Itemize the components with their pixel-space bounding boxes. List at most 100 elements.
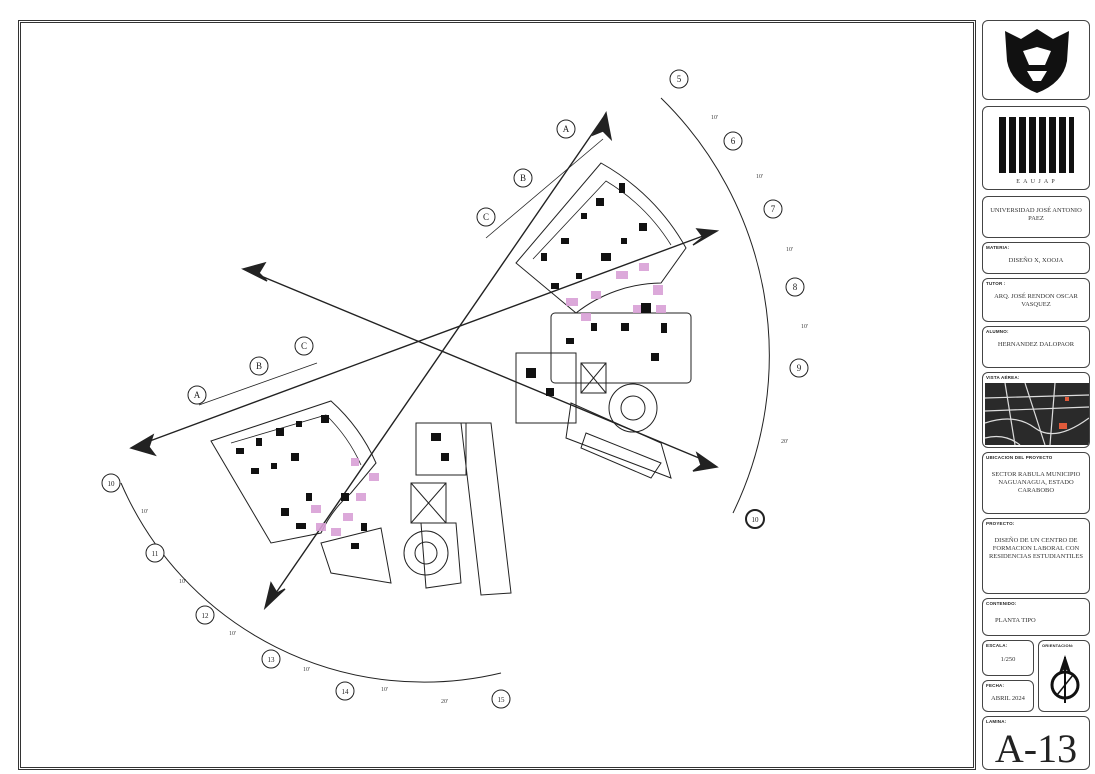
grid-bubble-14 — [335, 681, 355, 701]
floor-plan-drawing: A B C 5 6 7 8 9 10 A B C 10 11 12 13 14 15 10' 10' 10' 10' 20… — [101, 69, 809, 709]
grid-label-15: 15 — [498, 696, 506, 704]
section-arrow-bottom-3 — [263, 581, 286, 611]
project-value: DISEÑO DE UN CENTRO DE FORMACION LABORAL… — [988, 537, 1084, 560]
right-building-highlight — [566, 263, 666, 321]
grid-label-b-right: B — [520, 173, 526, 183]
dim-label-left: 10' — [229, 631, 236, 637]
dim-label-left: 10' — [179, 579, 186, 585]
grid-label-c-left: C — [301, 341, 307, 351]
section-arrow-left-2 — [241, 261, 268, 282]
dim-label-left: 10' — [141, 509, 148, 515]
university-name: UNIVERSIDAD JOSÉ ANTONIO PAEZ — [990, 207, 1082, 222]
dim-label-right: 10' — [801, 324, 808, 330]
section-arrow-left-1 — [129, 433, 157, 457]
left-building-furniture — [236, 415, 449, 549]
grid-label-13: 13 — [268, 656, 276, 664]
scale-label: ESCALA: — [986, 643, 1008, 648]
content-box: CONTENIDO: PLANTA TIPO — [982, 598, 1090, 636]
right-building-furniture — [526, 183, 667, 396]
section-line-3 — [268, 117, 604, 604]
left-grid-arc — [120, 482, 502, 683]
date-label: FECHA: — [986, 683, 1005, 688]
grid-bubble-15 — [491, 689, 511, 709]
north-arrow-icon — [1050, 655, 1080, 703]
scale-box: ESCALA: 1/250 — [982, 640, 1034, 676]
grid-label-a-right: A — [563, 124, 570, 134]
section-line-1 — [138, 232, 712, 446]
drawing-frame: A B C 5 6 7 8 9 10 A B C 10 11 12 13 14 15 10' 10' 10' 10' 20… — [18, 20, 976, 770]
grid-bubble-a-right — [556, 119, 576, 139]
aerial-view-label: VISTA AÉREA: — [986, 375, 1020, 380]
university-logo-icon — [1005, 29, 1069, 93]
grid-bubble-9 — [789, 358, 809, 378]
grid-label-10: 10 — [752, 516, 760, 524]
grid-bubble-7 — [763, 199, 783, 219]
grid-label-11: 11 — [152, 550, 159, 558]
sheet-number: A-13 — [994, 726, 1078, 770]
tutor-value: ARQ. JOSÉ RENDON OSCAR VASQUEZ — [994, 293, 1078, 308]
grid-bubble-5 — [669, 69, 689, 89]
content-label: CONTENIDO: — [986, 601, 1017, 606]
location-label: UBICACION DEL PROYECTO — [986, 455, 1053, 460]
grid-label-14: 14 — [342, 688, 350, 696]
grid-bubble-c-right — [476, 207, 496, 227]
university-box: UNIVERSIDAD JOSÉ ANTONIO PAEZ — [982, 196, 1090, 238]
grid-bubble-10 — [745, 509, 765, 529]
right-building — [515, 162, 692, 479]
content-value: PLANTA TIPO — [995, 617, 1036, 624]
orientation-box: ORIENTACION: — [1038, 640, 1090, 712]
left-building-highlight — [311, 458, 379, 536]
tutor-box: TUTOR : ARQ. JOSÉ RENDON OSCAR VASQUEZ — [982, 278, 1090, 322]
grid-bubble-c-left — [294, 336, 314, 356]
dim-label-left: 10' — [303, 667, 310, 673]
grid-label-9: 9 — [797, 363, 802, 373]
dim-label-right: 10' — [756, 174, 763, 180]
date-box: FECHA: ABRIL 2024 — [982, 680, 1034, 712]
grid-bubble-13 — [261, 649, 281, 669]
grid-label-6: 6 — [731, 136, 736, 146]
grid-bubble-b-right — [513, 168, 533, 188]
location-map-icon — [985, 383, 1089, 445]
grid-bubble-6 — [723, 131, 743, 151]
date-value: ABRIL 2024 — [991, 695, 1025, 702]
grid-bubble-8 — [785, 277, 805, 297]
project-box: PROYECTO: DISEÑO DE UN CENTRO DE FORMACI… — [982, 518, 1090, 594]
subject-box: MATERIA: DISEÑO X, XOOJA — [982, 242, 1090, 274]
grid-label-10-left: 10 — [108, 480, 116, 488]
grid-label-8: 8 — [793, 282, 798, 292]
section-arrow-right-1 — [692, 228, 720, 246]
grid-bubble-10-left — [101, 473, 121, 493]
student-label: ALUMNO: — [986, 329, 1009, 334]
school-logo-icon — [999, 117, 1074, 173]
grid-bubble-a-left — [187, 385, 207, 405]
dim-label-right: 10' — [711, 115, 718, 121]
dim-label-left: 20' — [441, 699, 448, 705]
grid-label-a-left: A — [194, 390, 201, 400]
school-logo-box: E A U J A P — [982, 106, 1090, 190]
sheet-number-box: LAMINA: A-13 — [982, 716, 1090, 770]
sheet-label: LAMINA: — [986, 719, 1007, 724]
grid-bubble-b-left — [249, 356, 269, 376]
dim-label-left: 10' — [381, 687, 388, 693]
right-grid-arc — [660, 97, 770, 514]
subject-label: MATERIA: — [986, 245, 1010, 250]
dim-label-right: 10' — [786, 247, 793, 253]
grid-label-b-left: B — [256, 361, 262, 371]
orientation-label: ORIENTACION: — [1042, 643, 1074, 648]
grid-label-7: 7 — [771, 204, 776, 214]
school-name: E A U J A P — [1016, 179, 1056, 185]
aerial-view-box: VISTA AÉREA: — [982, 372, 1090, 448]
section-arrow-top-3 — [591, 111, 613, 142]
university-logo-box — [982, 20, 1090, 100]
grid-bubble-12 — [195, 605, 215, 625]
grid-bubble-11 — [145, 543, 165, 563]
student-value: HERNANDEZ DALOPAOR — [997, 341, 1075, 348]
grid-label-c-right: C — [483, 212, 489, 222]
location-value: SECTOR RABULA MUNICIPIO NAGUANAGUA, ESTA… — [991, 471, 1081, 494]
tutor-label: TUTOR : — [986, 281, 1006, 286]
grid-label-5: 5 — [677, 74, 682, 84]
subject-value: DISEÑO X, XOOJA — [1008, 257, 1064, 264]
grid-label-12: 12 — [202, 612, 210, 620]
scale-value: 1/250 — [1000, 656, 1016, 663]
dim-label-right: 20' — [781, 439, 788, 445]
